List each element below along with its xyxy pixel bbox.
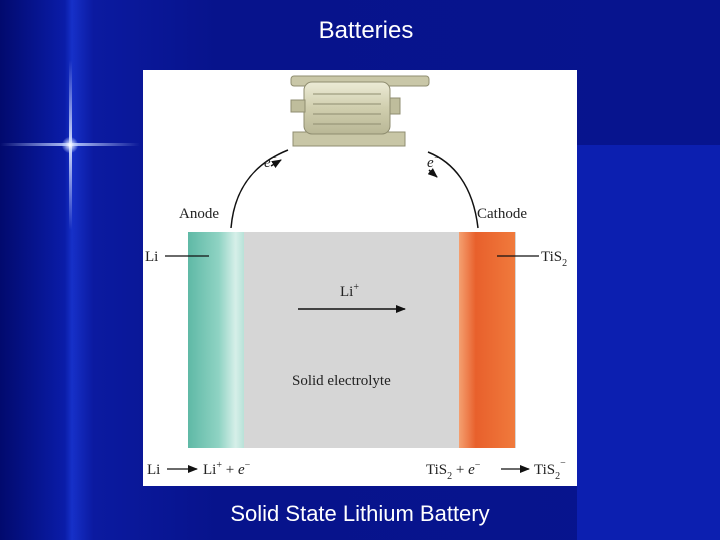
cathode-label: Cathode <box>477 206 527 222</box>
electron-label-left: e− <box>264 153 277 171</box>
sparkle-icon <box>62 137 78 153</box>
ion-label: Li+ <box>340 282 359 300</box>
slide-caption: Solid State Lithium Battery <box>230 501 490 526</box>
anode-reaction-right: Li+ + e− <box>203 460 251 478</box>
anode-electrode <box>188 232 244 448</box>
anode-wire <box>230 149 289 229</box>
slide-title: Batteries <box>318 17 414 44</box>
electrolyte-label: Solid electrolyte <box>292 373 391 389</box>
slide-background-band <box>577 145 720 540</box>
anode-reaction-left: Li <box>147 462 160 478</box>
motor-icon <box>290 75 430 147</box>
arrow-up-icon <box>270 159 282 169</box>
cathode-reaction-left: TiS2 + e− <box>426 460 481 482</box>
cathode-wire <box>427 151 479 229</box>
anode-label: Anode <box>179 206 219 222</box>
arrow-down-icon <box>427 168 438 178</box>
battery-diagram-svg: e− e− Anode Cathode Li TiS2 Li+ Solid el… <box>145 75 567 482</box>
cathode-reaction-right: TiS2− <box>534 458 566 482</box>
li-label: Li <box>145 249 158 265</box>
battery-diagram: e− e− Anode Cathode Li TiS2 Li+ Solid el… <box>143 70 577 486</box>
tis2-label: TiS2 <box>541 249 567 269</box>
cathode-electrode <box>459 232 515 448</box>
electron-label-right: e− <box>427 153 440 171</box>
